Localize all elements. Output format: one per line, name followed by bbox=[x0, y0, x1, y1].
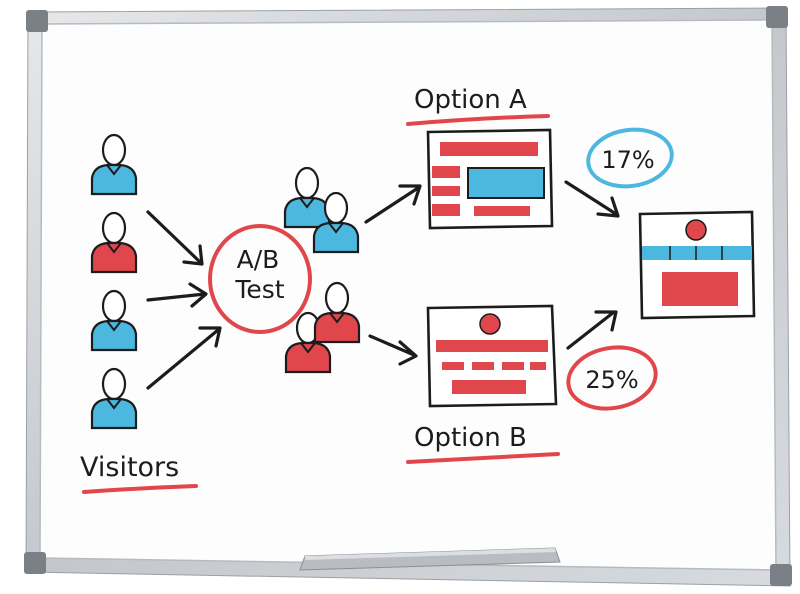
marker-tray[interactable] bbox=[299, 547, 561, 571]
frame-corner-bottom-left bbox=[24, 552, 46, 574]
option-b-wireframe bbox=[426, 304, 558, 408]
visitors-label: Visitors bbox=[80, 452, 179, 483]
result-arrows bbox=[564, 180, 620, 350]
option-a-rate-value: 17% bbox=[601, 146, 654, 174]
ab-test-line2: Test bbox=[234, 275, 284, 304]
option-arrows bbox=[364, 184, 422, 366]
option-b-underline bbox=[406, 452, 560, 464]
arrow-icon bbox=[564, 180, 620, 218]
ab-test-node: A/B Test bbox=[208, 224, 312, 334]
arrow-icon bbox=[146, 210, 204, 266]
arrow-icon bbox=[146, 282, 208, 308]
arrow-icon bbox=[146, 326, 222, 390]
option-b-rate-value: 25% bbox=[585, 366, 638, 394]
arrow-icon bbox=[364, 184, 422, 224]
option-b-label: Option B bbox=[414, 423, 527, 453]
frame-corner-top-left bbox=[26, 10, 48, 32]
ab-test-line1: A/B bbox=[237, 245, 280, 274]
option-a-rate: 17% bbox=[586, 127, 674, 189]
result-wireframe bbox=[638, 210, 756, 320]
visitor-arrows bbox=[146, 210, 222, 390]
option-a-label: Option A bbox=[414, 85, 527, 115]
visitors-underline bbox=[82, 484, 198, 494]
frame-corner-bottom-right bbox=[770, 564, 792, 586]
frame-corner-top-right bbox=[766, 6, 788, 28]
whiteboard-frame bbox=[24, 6, 792, 587]
option-a-wireframe bbox=[426, 128, 554, 230]
option-a-underline bbox=[406, 114, 550, 126]
option-b-rate: 25% bbox=[566, 345, 658, 411]
arrow-icon bbox=[566, 310, 618, 350]
arrow-icon bbox=[368, 334, 418, 366]
